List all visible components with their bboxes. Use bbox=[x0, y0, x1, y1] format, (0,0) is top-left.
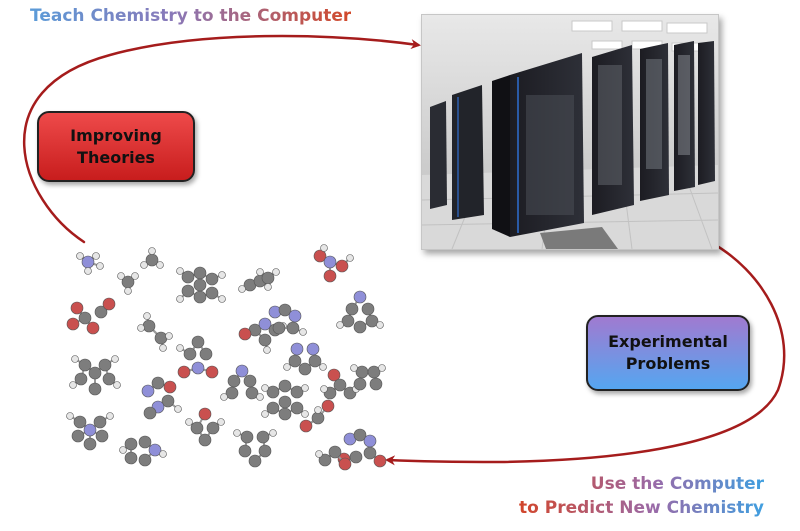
molecule-3 bbox=[117, 272, 139, 295]
arrow-right bbox=[385, 241, 786, 466]
molecule-20 bbox=[350, 364, 386, 391]
molecule-25 bbox=[299, 399, 335, 433]
molecule-18 bbox=[261, 379, 309, 421]
molecule-1 bbox=[76, 252, 104, 275]
server-racks bbox=[430, 41, 715, 237]
molecule-11 bbox=[268, 303, 307, 336]
molecule-8 bbox=[66, 297, 116, 335]
molecule-12 bbox=[336, 290, 384, 334]
theories-line-2: Theories bbox=[77, 147, 155, 167]
molecule-15 bbox=[176, 335, 219, 379]
molecule-14 bbox=[69, 355, 121, 396]
supercomputer-photo bbox=[421, 14, 719, 250]
molecule-7 bbox=[313, 244, 354, 283]
experimental-problems-box: Experimental Problems bbox=[586, 315, 750, 391]
improving-theories-box: Improving Theories bbox=[37, 111, 195, 182]
molecule-9 bbox=[137, 312, 173, 352]
molecule-21 bbox=[66, 412, 114, 451]
caption-teach-chemistry: Teach Chemistry to the Computer bbox=[30, 6, 352, 26]
molecule-16 bbox=[141, 376, 182, 420]
molecule-2 bbox=[140, 247, 164, 269]
problems-line-2: Problems bbox=[625, 354, 711, 373]
arrow-top bbox=[22, 34, 421, 244]
server-room-illustration bbox=[421, 15, 719, 250]
problems-line-1: Experimental bbox=[608, 332, 728, 351]
molecule-23 bbox=[185, 407, 225, 447]
molecule-22 bbox=[119, 435, 167, 467]
molecule-4 bbox=[176, 266, 226, 304]
molecule-17 bbox=[220, 364, 264, 401]
theories-line-1: Improving bbox=[70, 125, 162, 145]
molecule-27 bbox=[315, 445, 352, 471]
molecule-13 bbox=[283, 342, 327, 376]
molecule-6 bbox=[256, 268, 280, 291]
molecule-19 bbox=[320, 368, 360, 400]
molecule-24 bbox=[233, 429, 277, 468]
